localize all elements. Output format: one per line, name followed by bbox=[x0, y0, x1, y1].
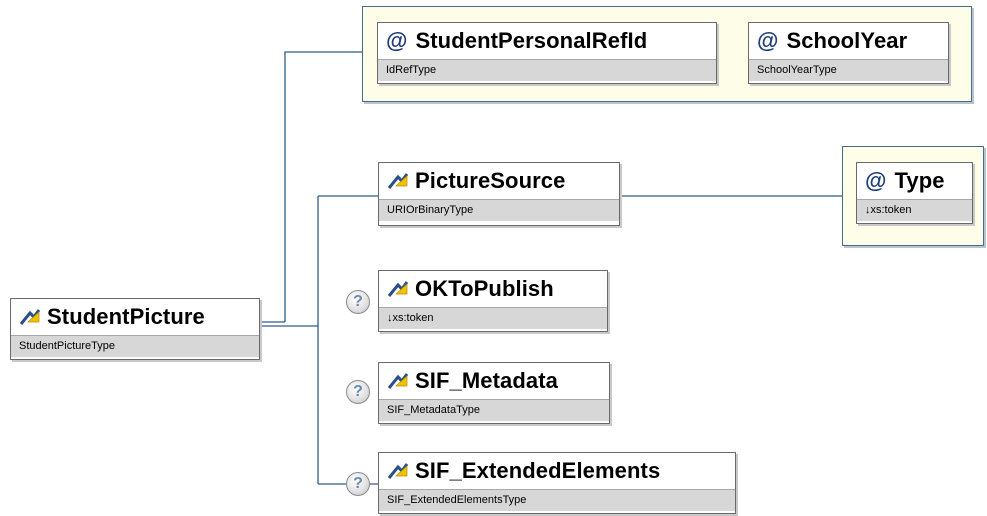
at-icon: @ bbox=[757, 28, 779, 53]
element-node-sif-metadata[interactable]: SIF_Metadata SIF_MetadataType bbox=[378, 362, 610, 424]
attribute-name: SchoolYear bbox=[786, 28, 908, 53]
element-type: URIOrBinaryType bbox=[379, 199, 619, 221]
element-name: PictureSource bbox=[415, 168, 566, 193]
element-type: ↓xs:token bbox=[379, 307, 607, 329]
element-name: StudentPicture bbox=[47, 304, 205, 329]
at-icon: @ bbox=[865, 168, 887, 193]
element-arrow-icon bbox=[387, 463, 409, 479]
attribute-node-head: @ SchoolYear bbox=[749, 23, 948, 59]
element-arrow-icon bbox=[19, 309, 41, 325]
attribute-node-schoolyear[interactable]: @ SchoolYear SchoolYearType bbox=[748, 22, 949, 84]
element-node-head: PictureSource bbox=[379, 163, 619, 199]
optional-badge: ? bbox=[346, 290, 370, 314]
root-element-node[interactable]: StudentPicture StudentPictureType bbox=[10, 298, 260, 360]
attribute-node-studentpersonalrefid[interactable]: @ StudentPersonalRefId IdRefType bbox=[377, 22, 717, 84]
element-name: SIF_Metadata bbox=[415, 368, 559, 393]
root-attribute-group: @ StudentPersonalRefId IdRefType @ Schoo… bbox=[362, 6, 972, 102]
attribute-name: StudentPersonalRefId bbox=[415, 28, 648, 53]
element-type: StudentPictureType bbox=[11, 335, 259, 357]
attribute-type: SchoolYearType bbox=[749, 59, 948, 81]
attribute-type: IdRefType bbox=[378, 59, 716, 81]
element-node-picturesource[interactable]: PictureSource URIOrBinaryType bbox=[378, 162, 620, 226]
element-node-sif-extendedelements[interactable]: SIF_ExtendedElements SIF_ExtendedElement… bbox=[378, 452, 736, 514]
attribute-node-type[interactable]: @ Type ↓xs:token bbox=[856, 162, 973, 224]
element-node-oktopublish[interactable]: OKToPublish ↓xs:token bbox=[378, 270, 608, 332]
optional-badge: ? bbox=[346, 380, 370, 404]
element-type: SIF_MetadataType bbox=[379, 399, 609, 421]
element-node-head: OKToPublish bbox=[379, 271, 607, 307]
at-icon: @ bbox=[386, 28, 408, 53]
element-node-head: SIF_Metadata bbox=[379, 363, 609, 399]
picturesource-attribute-group: @ Type ↓xs:token bbox=[842, 146, 984, 246]
element-node-head: StudentPicture bbox=[11, 299, 259, 335]
element-type: SIF_ExtendedElementsType bbox=[379, 489, 735, 511]
attribute-name: Type bbox=[894, 168, 945, 193]
element-name: OKToPublish bbox=[415, 276, 554, 301]
attribute-node-head: @ StudentPersonalRefId bbox=[378, 23, 716, 59]
attribute-node-head: @ Type bbox=[857, 163, 972, 199]
element-arrow-icon bbox=[387, 281, 409, 297]
element-name: SIF_ExtendedElements bbox=[415, 458, 661, 483]
element-arrow-icon bbox=[387, 173, 409, 189]
optional-badge: ? bbox=[346, 472, 370, 496]
element-arrow-icon bbox=[387, 373, 409, 389]
element-node-head: SIF_ExtendedElements bbox=[379, 453, 735, 489]
attribute-type: ↓xs:token bbox=[857, 199, 972, 221]
